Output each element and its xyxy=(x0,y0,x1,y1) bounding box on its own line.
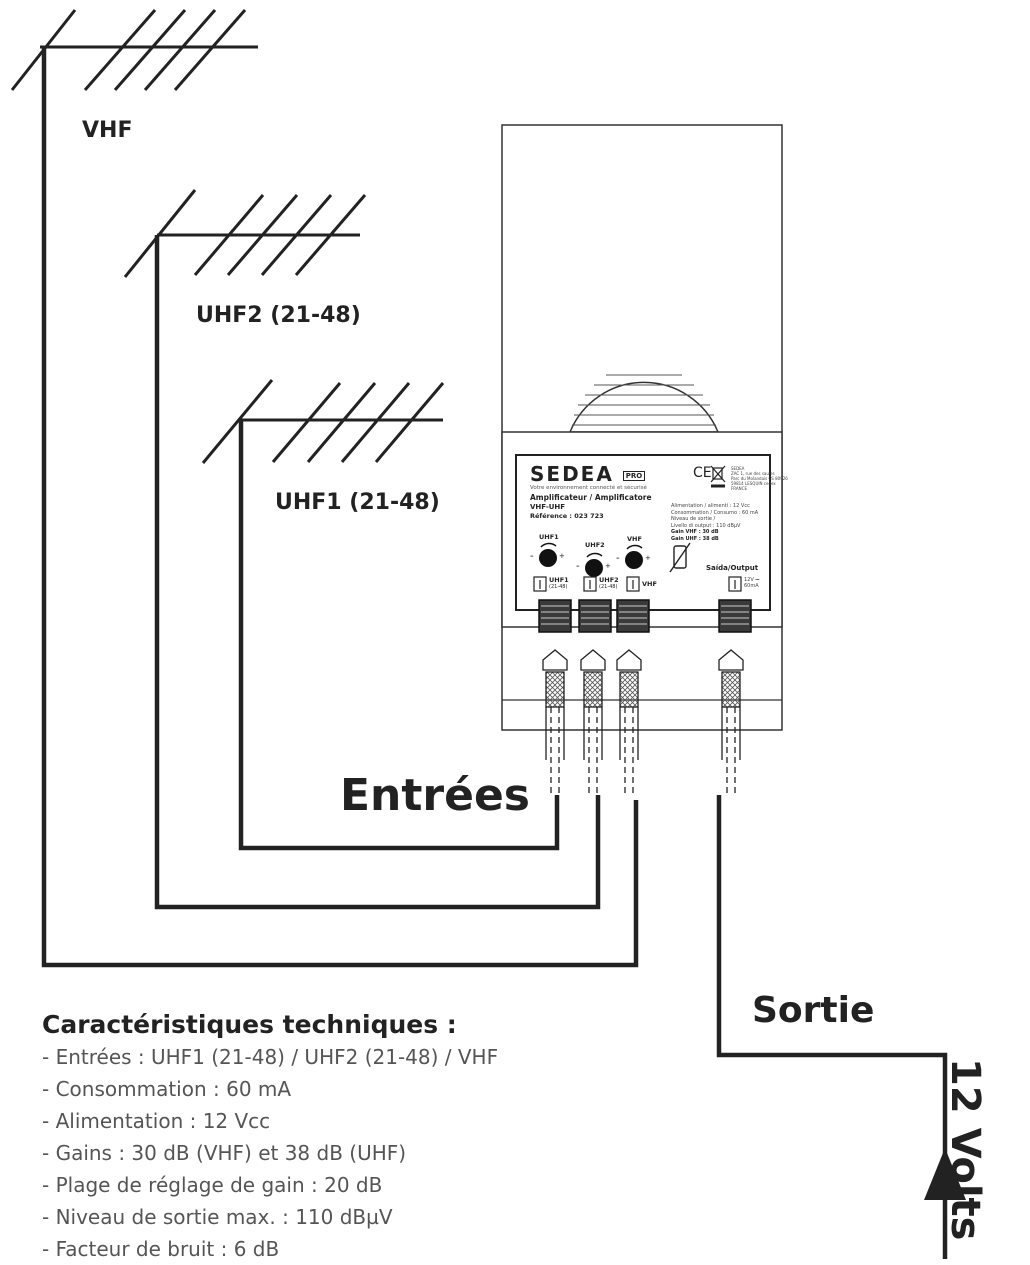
device-title: Amplificateur / Amplificatore xyxy=(530,493,652,502)
uhf2-antenna-label: UHF2 (21-48) xyxy=(196,303,361,328)
uhf1-antenna xyxy=(201,379,445,464)
port-range: (21-48) xyxy=(599,584,618,590)
ce-mark: CE xyxy=(693,465,712,481)
specs-list: - Entrées : UHF1 (21-48) / UHF2 (21-48) … xyxy=(42,1041,742,1265)
specs-heading: Caractéristiques techniques : xyxy=(42,1010,457,1039)
knob-label-uhf2: UHF2 xyxy=(585,541,605,549)
output-power-label: 12V ⎓ 60mA xyxy=(744,577,759,589)
address-line: 59814 LESQUIN cedex xyxy=(731,481,776,486)
device-reference: Référence : 023 723 xyxy=(530,512,604,520)
knob-label-vhf: VHF xyxy=(627,535,642,543)
port-name: UHF2 xyxy=(599,576,619,584)
knob-plus: + xyxy=(605,562,611,570)
brand-logo: SEDEA PRO xyxy=(530,462,646,486)
f-connectors xyxy=(538,599,752,633)
device-spec-line: Alimentation / alimenti : 12 Vcc xyxy=(671,503,750,509)
vhf-antenna xyxy=(10,9,258,91)
spec-item: - Alimentation : 12 Vcc xyxy=(42,1109,271,1133)
address-line: ZAC 1, rue des saules xyxy=(731,471,775,476)
knob-plus: + xyxy=(645,554,651,562)
spec-item: - Facteur de bruit : 6 dB xyxy=(42,1237,280,1261)
device-spec-line: Livello di output : 110 dBµV xyxy=(671,522,741,529)
knob-minus: - xyxy=(576,561,580,572)
device-spec-line: Consommation / Consumo : 60 mA xyxy=(671,509,759,516)
address-line: FRANCE xyxy=(731,486,747,491)
manufacturer-address: SEDEA ZAC 1, rue des saules Parc du Mola… xyxy=(731,466,788,491)
knob-minus: - xyxy=(616,553,620,564)
port-name: UHF1 xyxy=(549,576,569,584)
output-current: 60mA xyxy=(744,583,759,589)
vhf-antenna-label: VHF xyxy=(82,118,133,143)
power-arrow xyxy=(924,1148,966,1200)
gain-knobs xyxy=(539,542,643,577)
port-icons xyxy=(533,576,742,592)
brand-name: SEDEA xyxy=(530,462,614,486)
device-specs: Alimentation / alimenti : 12 Vcc Consomm… xyxy=(671,503,758,542)
uhf2-antenna xyxy=(123,189,367,278)
spec-item: - Consommation : 60 mA xyxy=(42,1077,292,1101)
knob-minus: - xyxy=(530,551,534,562)
port-range: (21-48) xyxy=(549,584,568,590)
device-spec-line: Gain VHF : 30 dB xyxy=(671,529,719,535)
spec-item: - Plage de réglage de gain : 20 dB xyxy=(42,1173,383,1197)
output-port-label: Saída/Output xyxy=(706,564,759,572)
brand-tagline: Votre environnement connecté et sécurisé xyxy=(530,485,647,491)
spec-item: - Niveau de sortie max. : 110 dBµV xyxy=(42,1205,393,1229)
output-label: Sortie xyxy=(752,990,875,1031)
technical-specs: Caractéristiques techniques : - Entrées … xyxy=(42,1010,742,1265)
knob-plus: + xyxy=(559,552,565,560)
device-spec-line: Gain UHF : 38 dB xyxy=(671,535,719,542)
device-spec-line: Niveau de sortie / xyxy=(671,516,716,522)
power-label: 12 Volts xyxy=(942,1058,988,1241)
knob-label-uhf1: UHF1 xyxy=(539,533,559,541)
spec-item: - Entrées : UHF1 (21-48) / UHF2 (21-48) … xyxy=(42,1045,499,1069)
coax-cables xyxy=(542,649,744,795)
ce-bin-icon xyxy=(710,465,726,488)
phone-icon xyxy=(669,542,691,573)
port-label-vhf: VHF xyxy=(642,580,657,588)
inputs-label: Entrées xyxy=(340,770,530,821)
port-label-uhf1: UHF1 (21-48) xyxy=(549,577,569,591)
port-label-uhf2: UHF2 (21-48) xyxy=(599,577,619,591)
amplifier-housing xyxy=(501,124,783,731)
output-voltage: 12V ⎓ xyxy=(744,577,760,583)
brand-badge: PRO xyxy=(622,470,646,481)
spec-item: - Gains : 30 dB (VHF) et 38 dB (UHF) xyxy=(42,1141,407,1165)
device-model: VHF-UHF xyxy=(530,503,566,511)
uhf1-antenna-label: UHF1 (21-48) xyxy=(275,490,440,515)
address-line: Parc du Molandais CS 80926 xyxy=(731,476,788,481)
address-line: SEDEA xyxy=(731,466,745,471)
